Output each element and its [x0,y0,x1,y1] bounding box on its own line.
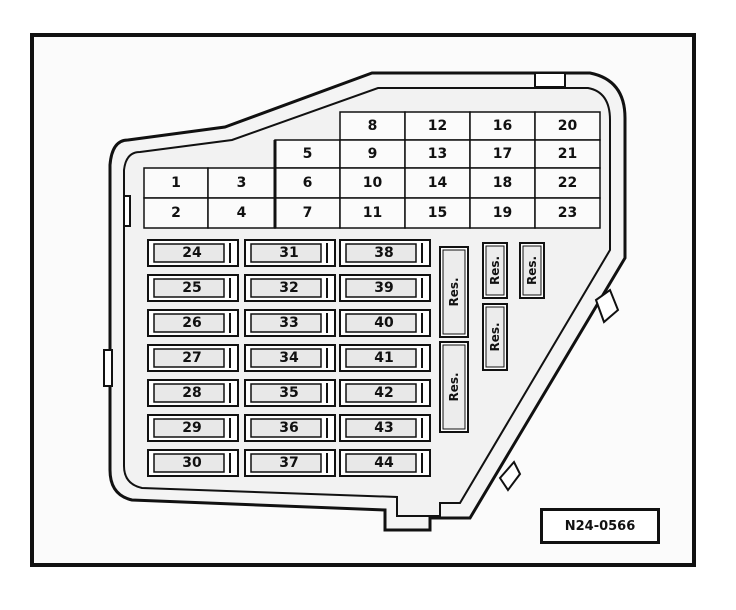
fuse-body-31 [250,243,322,263]
relay-label-1: Res. [447,277,461,306]
fuse-number-7: 7 [303,205,313,221]
fuse-number-29: 29 [182,420,201,436]
fuse-cell-20 [534,111,601,141]
fuse-number-28: 28 [182,385,201,401]
housing-tab-5 [123,195,131,227]
fuse-number-2: 2 [171,205,181,221]
fuse-body-42 [345,383,417,403]
fuse-cell-1 [143,167,209,199]
relay-label-2: Res. [447,372,461,401]
fuse-number-12: 12 [428,118,447,134]
fuse-cell-21 [534,139,601,169]
fuse-body-35 [250,383,322,403]
fuse-number-18: 18 [493,175,512,191]
fuse-number-13: 13 [428,146,447,162]
fuse-number-1: 1 [171,175,181,191]
fuse-number-43: 43 [374,420,393,436]
relay-body-2 [442,344,466,430]
figure-code-label: N24-0566 [540,508,660,544]
fuse-number-4: 4 [237,205,247,221]
fuse-body-25 [153,278,225,298]
fuse-body-28 [153,383,225,403]
relay-body-4 [485,306,505,368]
fuse-body-44 [345,453,417,473]
fuse-number-22: 22 [558,175,577,191]
fuse-body-34 [250,348,322,368]
fuse-number-32: 32 [279,280,298,296]
fuse-number-8: 8 [368,118,378,134]
fuse-number-17: 17 [493,146,512,162]
fuse-body-40 [345,313,417,333]
fuse-body-24 [153,243,225,263]
fuse-number-27: 27 [182,350,201,366]
relay-body-5 [522,245,542,296]
fuse-number-37: 37 [279,455,298,471]
fuse-cell-17 [469,139,536,169]
fuse-body-37 [250,453,322,473]
fuse-body-30 [153,453,225,473]
housing-tab-1 [594,288,620,324]
fuse-number-23: 23 [558,205,577,221]
fuse-number-10: 10 [363,175,383,191]
fuse-cell-22 [534,167,601,199]
relay-body-3 [485,245,505,296]
fuse-cell-11 [339,197,406,229]
fuse-number-26: 26 [182,315,201,331]
relay-body-1 [442,249,466,335]
fuse-body-33 [250,313,322,333]
fuse-number-15: 15 [428,205,447,221]
fuse-body-39 [345,278,417,298]
fuse-number-31: 31 [279,245,298,261]
fuse-number-36: 36 [279,420,298,436]
fuse-number-30: 30 [182,455,202,471]
fuse-body-27 [153,348,225,368]
fuse-number-39: 39 [374,280,393,296]
fuse-body-26 [153,313,225,333]
fuse-number-16: 16 [493,118,512,134]
fuse-number-9: 9 [368,146,378,162]
fuse-number-20: 20 [558,118,578,134]
fuse-cell-4 [207,197,276,229]
fuse-number-14: 14 [428,175,448,191]
fuse-number-5: 5 [303,146,313,162]
fuse-cell-3 [207,167,276,199]
fuse-cell-23 [534,197,601,229]
relay-label-5: Res. [525,256,539,285]
fuse-columns: 24 25 26 27 28 29 30 31 32 33 34 35 36 37 38 39 40 41 42 43… [147,239,431,477]
housing-tab-4 [103,349,113,387]
fuse-number-44: 44 [374,455,394,471]
housing-tab-3 [534,72,566,88]
fuse-body-41 [345,348,417,368]
fuse-body-38 [345,243,417,263]
fuse-number-21: 21 [558,146,577,162]
fuse-cell-19 [469,197,536,229]
fuse-number-35: 35 [279,385,298,401]
fuse-number-25: 25 [182,280,201,296]
fuse-number-3: 3 [237,175,247,191]
housing-tab-2 [498,460,522,492]
fuse-body-32 [250,278,322,298]
fuse-number-24: 24 [182,245,202,261]
fuse-number-19: 19 [493,205,512,221]
relay-slots: Res. Res. Res. Res. Res. [439,242,545,433]
fuse-number-33: 33 [279,315,298,331]
relay-label-4: Res. [488,322,502,351]
fuse-cell-18 [469,167,536,199]
fuse-number-38: 38 [374,245,393,261]
fuse-body-43 [345,418,417,438]
fuse-number-42: 42 [374,385,393,401]
relay-label-3: Res. [488,256,502,285]
fuse-number-40: 40 [374,315,394,331]
fuse-number-41: 41 [374,350,393,366]
fuse-body-29 [153,418,225,438]
fuse-cell-15 [404,197,471,229]
fuse-number-11: 11 [363,205,382,221]
fuse-body-36 [250,418,322,438]
fuse-number-6: 6 [303,175,313,191]
fuse-number-34: 34 [279,350,299,366]
